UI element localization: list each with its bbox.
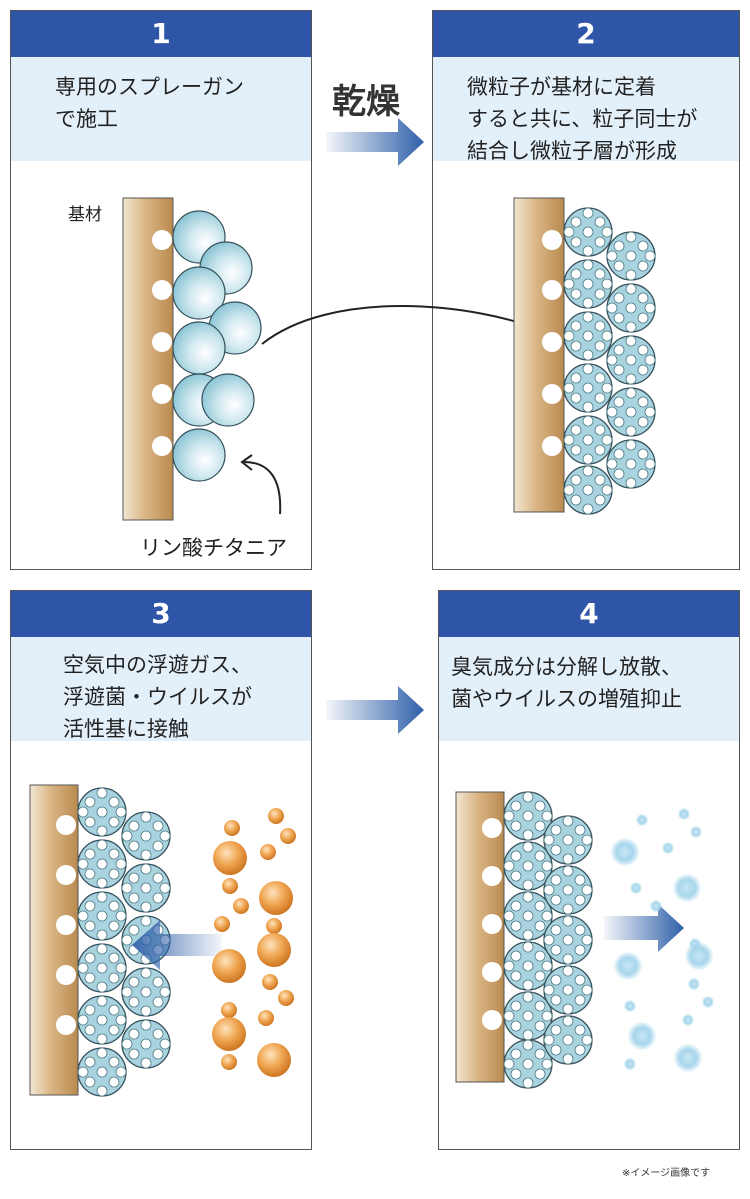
connector-curve: [261, 289, 553, 345]
panel-2-desc-line: すると共に、粒子同士が: [467, 107, 698, 131]
decomposed-particles: [611, 808, 714, 1072]
panel-3-description: 空気中の浮遊ガス、 浮遊菌・ウイルスが 活性基に接触: [11, 637, 311, 741]
arrow-right-icon: [326, 118, 424, 166]
particle-layer-4: [503, 791, 593, 1089]
panel-2-desc-line: 微粒子が基材に定着: [467, 75, 656, 99]
airborne-gas-particles: [212, 808, 296, 1077]
panel-3-desc-line: 活性基に接触: [63, 717, 189, 741]
panel-2-number: 2: [433, 11, 739, 57]
particle-layer-2: [563, 207, 656, 515]
panel-1-description: 専用のスプレーガン で施工: [11, 57, 311, 161]
image-note: ※イメージ画像です: [622, 1168, 711, 1179]
particle-label: リン酸チタニア: [140, 536, 287, 560]
substrate-label: 基材: [68, 205, 102, 225]
panel-2-desc-line: 結合し微粒子層が形成: [467, 139, 677, 163]
arrow-left-icon: [132, 920, 222, 970]
panel-3-number: 3: [11, 591, 311, 637]
arrow-right-icon: [604, 904, 684, 952]
drying-label: 乾燥: [332, 82, 400, 122]
panel-4-number: 4: [439, 591, 739, 637]
panel-3-desc-line: 浮遊菌・ウイルスが: [63, 685, 252, 709]
panel-3-desc-line: 空気中の浮遊ガス、: [63, 653, 252, 677]
curved-arrow-icon: [240, 454, 282, 515]
panel-4-description: 臭気成分は分解し放散、 菌やウイルスの増殖抑止: [439, 637, 739, 741]
panel-1-desc-line: で施工: [55, 107, 118, 131]
substrate-4: [455, 791, 505, 1083]
substrate-2: [513, 197, 565, 513]
panel-1-desc-line: 専用のスプレーガン: [55, 75, 244, 99]
panel-2: 2 微粒子が基材に定着 すると共に、粒子同士が 結合し微粒子層が形成: [432, 10, 740, 570]
panel-4-desc-line: 臭気成分は分解し放散、: [451, 655, 682, 679]
panel-2-description: 微粒子が基材に定着 すると共に、粒子同士が 結合し微粒子層が形成: [433, 57, 739, 163]
substrate-1: [122, 197, 174, 521]
titania-particles: [172, 210, 262, 482]
substrate-3: [29, 784, 79, 1096]
panel-1-number: 1: [11, 11, 311, 57]
arrow-right-icon: [326, 686, 424, 734]
panel-4-desc-line: 菌やウイルスの増殖抑止: [451, 687, 682, 711]
panel-1: 1 専用のスプレーガン で施工: [10, 10, 312, 570]
